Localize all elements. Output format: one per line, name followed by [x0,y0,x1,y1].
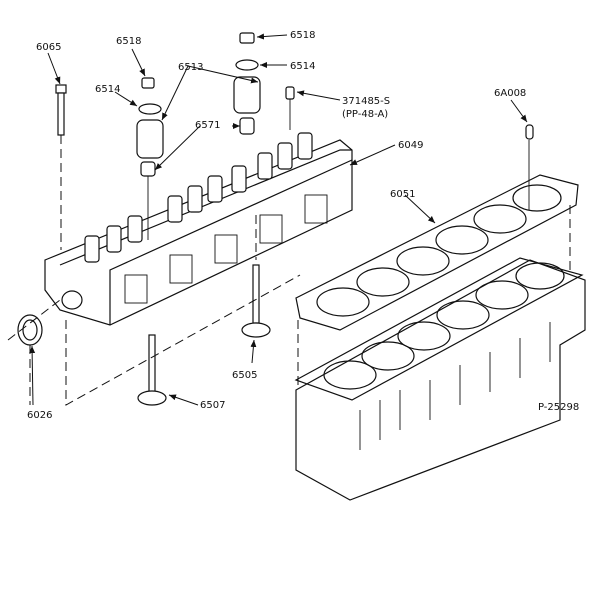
engine-block [294,257,586,501]
callout-6571: 6571 [195,120,220,131]
head-gasket [295,174,579,331]
retainer-key-right [239,32,255,44]
gasket-bores [316,184,562,317]
retainer-left [138,103,162,115]
callout-6051: 6051 [390,189,415,200]
alignment-lines [29,205,571,406]
retainer-right [235,59,259,71]
callout-6505: 6505 [232,370,257,381]
callout-6026: 6026 [27,410,52,421]
figure-number: P-25298 [538,402,579,413]
callout-6513: 6513 [178,62,203,73]
callout-6514-right: 6514 [290,61,315,72]
left-valve-stack [136,77,164,240]
retainer-key-left [141,77,155,89]
callout-labels: 6065 6518 6514 6513 6571 6518 6514 37148… [27,30,579,421]
spring-right [233,76,261,114]
block-cylinder-bores [323,262,565,390]
callout-6065: 6065 [36,42,61,53]
callout-6514-left: 6514 [95,84,120,95]
callout-6518-right: 6518 [290,30,315,41]
callout-6518-left: 6518 [116,36,141,47]
head-bolt [55,84,67,250]
cylinder-head [44,132,353,326]
callout-6a008: 6A008 [494,88,526,99]
right-valve-stack [233,32,295,135]
callout-371485-s: 371485-S [342,96,390,107]
seal-right [239,117,255,135]
seal-left [140,161,156,177]
block-ribs [359,322,551,450]
spring-left [136,119,164,159]
leader-lines [29,33,528,406]
head-ports [124,194,328,304]
intake-valve [241,215,271,338]
callout-6049: 6049 [398,140,423,151]
dowel-6A008 [525,124,534,210]
callout-pp-48-a: (PP-48-A) [342,109,388,120]
expansion-plug [7,299,61,346]
exhaust-valve [137,334,167,406]
plug-371485 [285,86,295,100]
callout-6507: 6507 [200,400,225,411]
head-valve-springs [84,132,313,263]
